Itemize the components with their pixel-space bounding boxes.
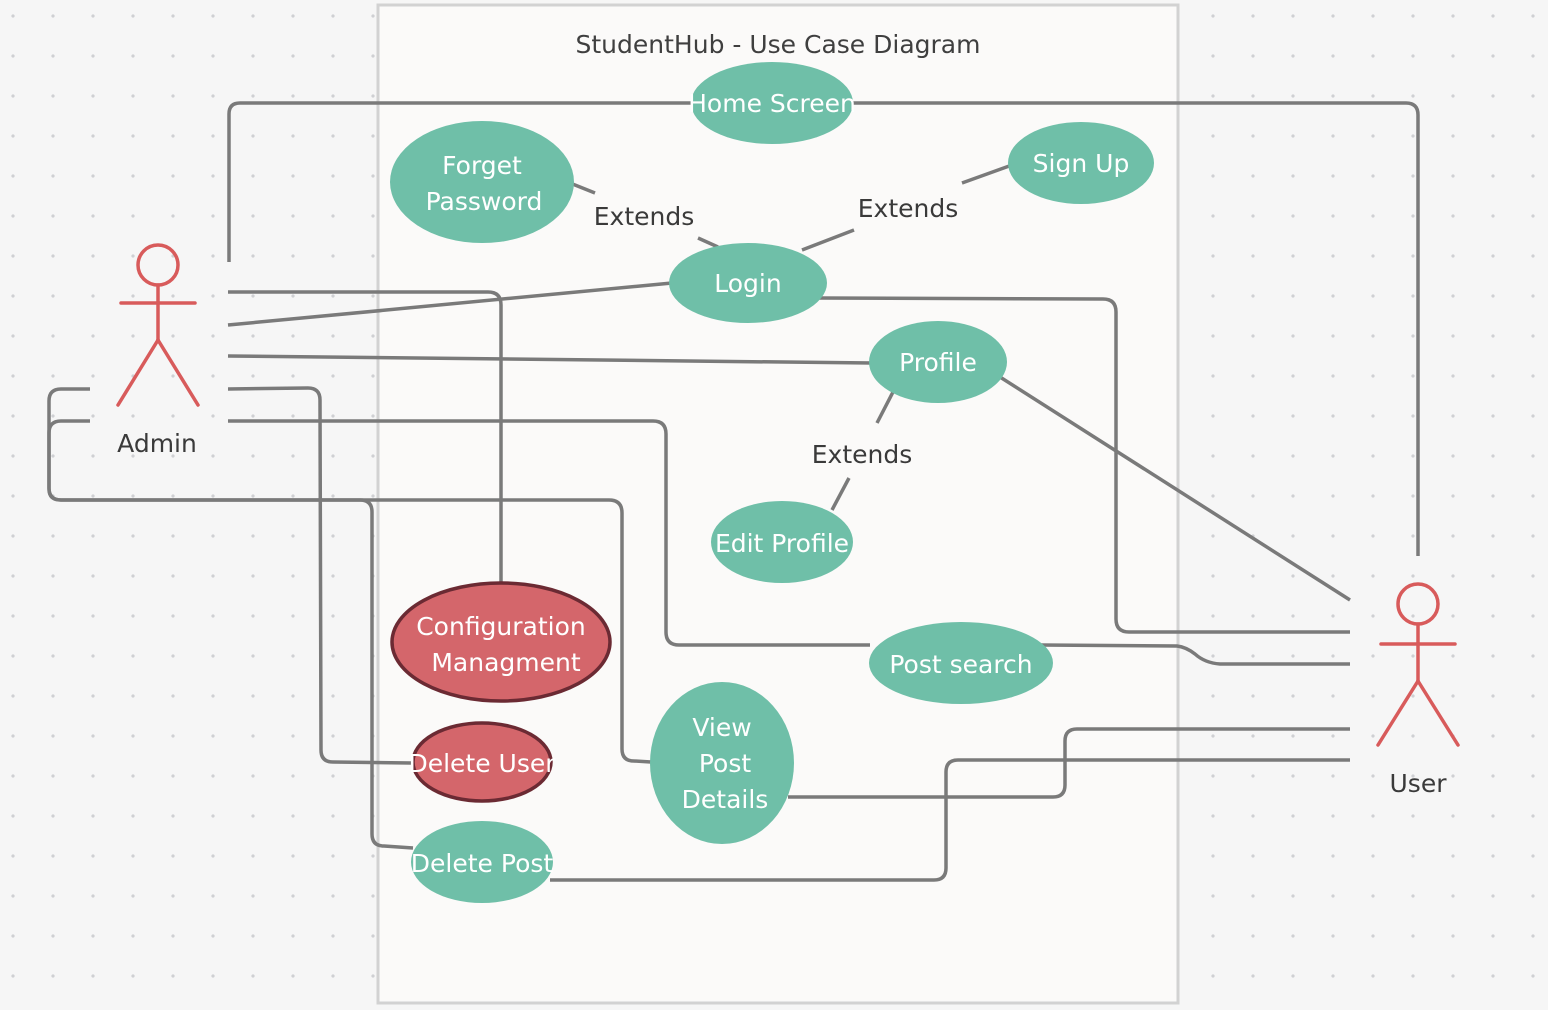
use-case-sign-up[interactable]: Sign Up (1008, 122, 1154, 204)
connector-extends-edit-profile (830, 477, 851, 511)
connector-profile-user (999, 375, 1351, 602)
connector-admin-configuration (228, 290, 503, 583)
connector-post-search-user (1039, 643, 1350, 666)
use-case-label-line-3: Details (682, 785, 769, 814)
use-case-label: Delete User (408, 749, 556, 778)
connector-admin-post-search (228, 419, 870, 647)
use-case-post-search[interactable]: Post search (869, 622, 1053, 704)
use-case-profile[interactable]: Profile (869, 321, 1007, 403)
use-case-label: Home Screen (688, 89, 856, 118)
use-case-label-line-1: Configuration (416, 612, 586, 641)
use-case-label-line-1: View (692, 713, 751, 742)
use-case-delete-user[interactable]: Delete User (408, 721, 556, 803)
connectors (47, 101, 1420, 882)
use-case-label: Login (714, 269, 781, 298)
use-case-configuration-management[interactable]: Configuration Managment (390, 581, 612, 703)
connector-admin-delete-user (227, 386, 412, 765)
extends-label-edit-profile: Extends (812, 440, 913, 469)
user-stick-figure-icon (1376, 582, 1460, 747)
use-case-delete-post[interactable]: Delete Post (411, 821, 554, 903)
use-case-label: Edit Profile (715, 529, 849, 558)
use-case-label: Profile (899, 348, 977, 377)
connector-home-screen-user (852, 101, 1420, 556)
use-case-home-screen[interactable]: Home Screen (688, 62, 856, 144)
use-case-label: Post search (889, 650, 1032, 679)
use-case-label-line-2: Password (426, 187, 543, 216)
use-case-login[interactable]: Login (669, 243, 827, 323)
actor-user[interactable]: User (1376, 582, 1460, 798)
use-case-label-line-2: Managment (431, 648, 581, 677)
connector-admin-view-post-details (47, 419, 652, 764)
connector-profile-extends (875, 391, 895, 424)
connector-extends-sign-up (961, 163, 1013, 185)
connector-delete-post-user (550, 758, 1350, 882)
connector-login-user (817, 296, 1350, 634)
actor-label-admin: Admin (117, 429, 197, 458)
use-case-label-line-2: Post (699, 749, 752, 778)
use-case-forget-password[interactable]: Forget Password (390, 121, 574, 243)
actor-label-user: User (1390, 769, 1448, 798)
connector-admin-profile (227, 354, 873, 365)
admin-stick-figure-icon (116, 243, 200, 407)
connector-login-extends-signup (801, 228, 855, 252)
use-case-edit-profile[interactable]: Edit Profile (711, 501, 853, 583)
connector-admin-home-screen (227, 101, 692, 262)
extends-label-forget-password: Extends (594, 202, 695, 231)
connector-forget-password-extends (569, 181, 596, 195)
connector-view-post-details-user (788, 727, 1350, 799)
connector-admin-delete-post (47, 387, 414, 850)
extends-label-sign-up: Extends (858, 194, 959, 223)
use-case-label-line-1: Forget (442, 151, 522, 180)
diagram-title: StudentHub - Use Case Diagram (576, 30, 981, 59)
use-case-label: Sign Up (1033, 149, 1130, 178)
use-case-view-post-details[interactable]: View Post Details (650, 682, 794, 844)
connector-extends-login (697, 236, 719, 249)
actor-admin[interactable]: Admin (116, 243, 200, 458)
connector-admin-login (227, 281, 673, 327)
use-case-label: Delete Post (411, 849, 554, 878)
